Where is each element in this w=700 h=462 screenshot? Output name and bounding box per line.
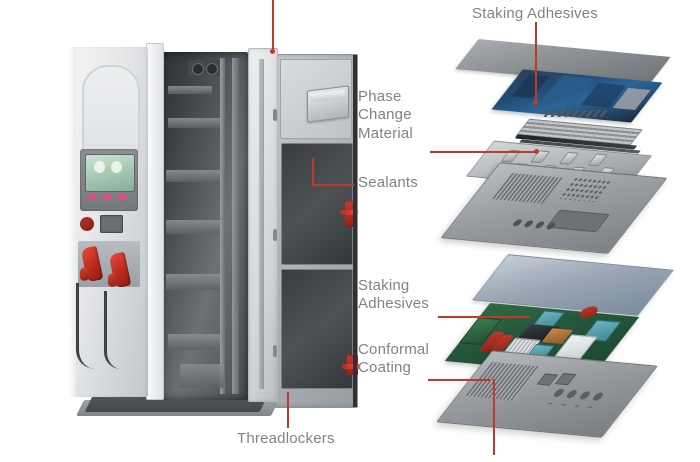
softkey-row <box>88 194 126 199</box>
ev-charging-station <box>62 30 360 420</box>
door-edge <box>353 55 357 407</box>
base-chassis-fans <box>543 385 609 409</box>
display-screen <box>85 154 135 192</box>
leader-phase-change-material <box>430 151 538 153</box>
label-sealants: Sealants <box>358 174 418 191</box>
charger-pillar <box>70 47 148 397</box>
leader-staking-adhesives-lower <box>438 316 530 318</box>
label-threadlockers: Threadlockers <box>237 430 335 447</box>
charging-cable-right <box>104 291 121 369</box>
door-window-lower <box>281 269 353 389</box>
interior-rack-1 <box>168 86 212 94</box>
coldplate-boss-3 <box>558 151 580 165</box>
door-latch-lower <box>342 355 360 375</box>
chassis-perforation <box>558 176 613 203</box>
interior-rail-right2 <box>232 58 239 394</box>
chassis-vent-left <box>492 172 563 204</box>
cabinet-interior <box>160 52 248 400</box>
door-upper-panel <box>280 59 352 139</box>
hinge-bottom <box>273 345 277 357</box>
hinge-mid <box>273 229 277 241</box>
softkey-1 <box>88 194 96 199</box>
leader-sealants-horizontal <box>312 184 354 186</box>
charging-cable-left <box>76 283 95 369</box>
cabinet-right-door <box>274 54 360 408</box>
leader-dot-pcm <box>534 149 539 154</box>
coldplate-boss-4 <box>587 153 608 167</box>
leader-sealants-vertical <box>312 158 314 185</box>
interior-rack-2 <box>168 118 220 128</box>
board-component-a <box>511 74 550 99</box>
control-row <box>80 215 138 235</box>
softkey-3 <box>118 194 126 199</box>
cabinet-left-door <box>146 43 164 400</box>
softkey-2 <box>103 194 111 199</box>
upper-power-module <box>440 38 700 254</box>
door-stiffener <box>259 59 264 389</box>
label-staking-adhesives-top: Staking Adhesives <box>472 5 598 22</box>
label-staking-adhesives-lower: Staking Adhesives <box>358 277 430 313</box>
door-window-upper <box>281 143 353 265</box>
branding-bezel <box>82 65 140 155</box>
cabinet-inner-door <box>248 48 278 402</box>
user-interface-panel <box>80 149 138 211</box>
emergency-stop-button <box>80 217 94 231</box>
component-tray <box>307 85 349 123</box>
label-phase-change-material: Phase Change Material <box>358 88 413 142</box>
door-latch-upper <box>340 201 358 227</box>
interior-rack-4 <box>166 220 224 234</box>
leader-staking-adhesives-top <box>535 22 537 104</box>
leader-dot-top <box>270 49 275 54</box>
leader-threadlockers-top <box>272 0 274 52</box>
label-conformal-coating: Conformal Coating <box>358 341 429 377</box>
leader-threadlockers-bottom <box>287 392 289 428</box>
interior-fan-assembly <box>188 60 222 76</box>
interior-rail-right <box>220 58 225 394</box>
chassis-fan-grilles <box>505 216 562 235</box>
leader-conformal-coating-vertical <box>493 379 495 455</box>
base-chassis-port-2 <box>554 373 577 386</box>
base-chassis-vent <box>465 362 541 401</box>
hinge-top <box>273 109 277 121</box>
interior-rack-3 <box>166 170 222 182</box>
rfid-reader <box>100 215 123 233</box>
lower-power-module <box>435 254 700 462</box>
board-pin-header <box>543 110 611 117</box>
interior-rack-6 <box>168 334 222 350</box>
leader-conformal-coating <box>428 379 490 381</box>
leader-dot-staking-top <box>533 100 538 105</box>
interior-rack-5 <box>166 274 224 290</box>
interior-base-module <box>180 364 224 388</box>
